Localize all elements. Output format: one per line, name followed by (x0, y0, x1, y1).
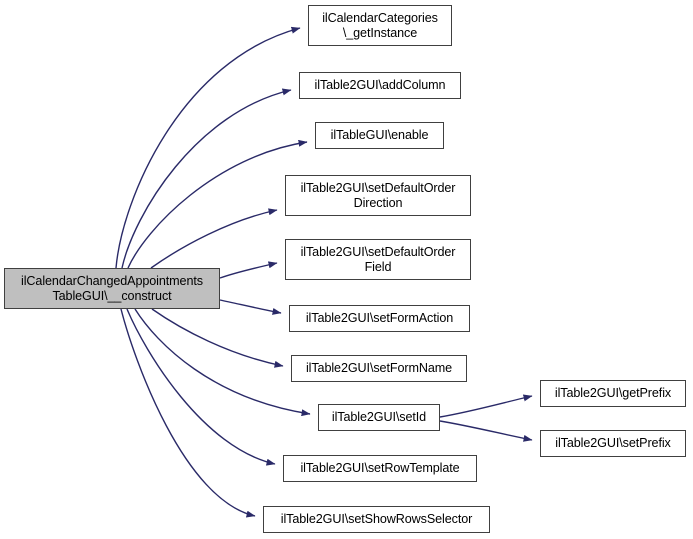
node-label: ilCalendarChangedAppointments TableGUI\_… (21, 274, 203, 303)
node-label: ilCalendarCategories \_getInstance (322, 11, 438, 40)
edge-root-to-setshowrowsselector (120, 308, 256, 518)
edge-root-to-setdefaultorderfield (219, 261, 278, 279)
node-iltable2gui-getprefix[interactable]: ilTable2GUI\getPrefix (540, 380, 686, 407)
edge-root-to-setformaction (219, 299, 282, 315)
node-iltable2gui-setformname[interactable]: ilTable2GUI\setFormName (291, 355, 467, 382)
node-label: ilTable2GUI\addColumn (314, 78, 446, 93)
node-iltable2gui-setrowtemplate[interactable]: ilTable2GUI\setRowTemplate (283, 455, 477, 482)
node-ilcalendarchangedappointmentstablegui-construct[interactable]: ilCalendarChangedAppointments TableGUI\_… (4, 268, 220, 309)
edge-root-to-setid (134, 308, 311, 417)
node-label: ilTable2GUI\setFormAction (305, 311, 454, 326)
node-label: ilTable2GUI\setPrefix (555, 436, 671, 451)
edge-root-to-setrowtemplate (126, 308, 276, 466)
node-iltable2gui-setid[interactable]: ilTable2GUI\setId (318, 404, 440, 431)
node-iltable2gui-addcolumn[interactable]: ilTable2GUI\addColumn (299, 72, 461, 99)
node-label: ilTable2GUI\getPrefix (554, 386, 672, 401)
node-label: ilTable2GUI\setFormName (305, 361, 453, 376)
edge-root-to-addcolumn (121, 88, 292, 269)
node-iltable2gui-setprefix[interactable]: ilTable2GUI\setPrefix (540, 430, 686, 457)
edge-root-to-enable (127, 139, 308, 269)
node-iltable2gui-setdefaultorderfield[interactable]: ilTable2GUI\setDefaultOrder Field (285, 239, 471, 280)
node-ilcalendarcategories-getinstance[interactable]: ilCalendarCategories \_getInstance (308, 5, 452, 46)
node-label: ilTable2GUI\setRowTemplate (300, 461, 460, 476)
node-label: ilTable2GUI\setDefaultOrder Direction (300, 181, 456, 210)
node-iltable2gui-setdefaultorderdirection[interactable]: ilTable2GUI\setDefaultOrder Direction (285, 175, 471, 216)
edge-root-to-setformname (151, 308, 284, 368)
edge-setid-to-setprefix (439, 420, 533, 442)
edge-root-to-setdefaultorderdirection (150, 208, 278, 269)
node-iltablegui-enable[interactable]: ilTableGUI\enable (315, 122, 444, 149)
node-label: ilTable2GUI\setDefaultOrder Field (300, 245, 456, 274)
node-label: ilTable2GUI\setId (331, 410, 427, 425)
node-label: ilTable2GUI\setShowRowsSelector (280, 512, 473, 527)
edge-root-to-getinstance (115, 26, 301, 269)
edge-setid-to-getprefix (439, 394, 533, 418)
node-iltable2gui-setformaction[interactable]: ilTable2GUI\setFormAction (289, 305, 470, 332)
node-label: ilTableGUI\enable (330, 128, 429, 143)
node-iltable2gui-setshowrowsselector[interactable]: ilTable2GUI\setShowRowsSelector (263, 506, 490, 533)
